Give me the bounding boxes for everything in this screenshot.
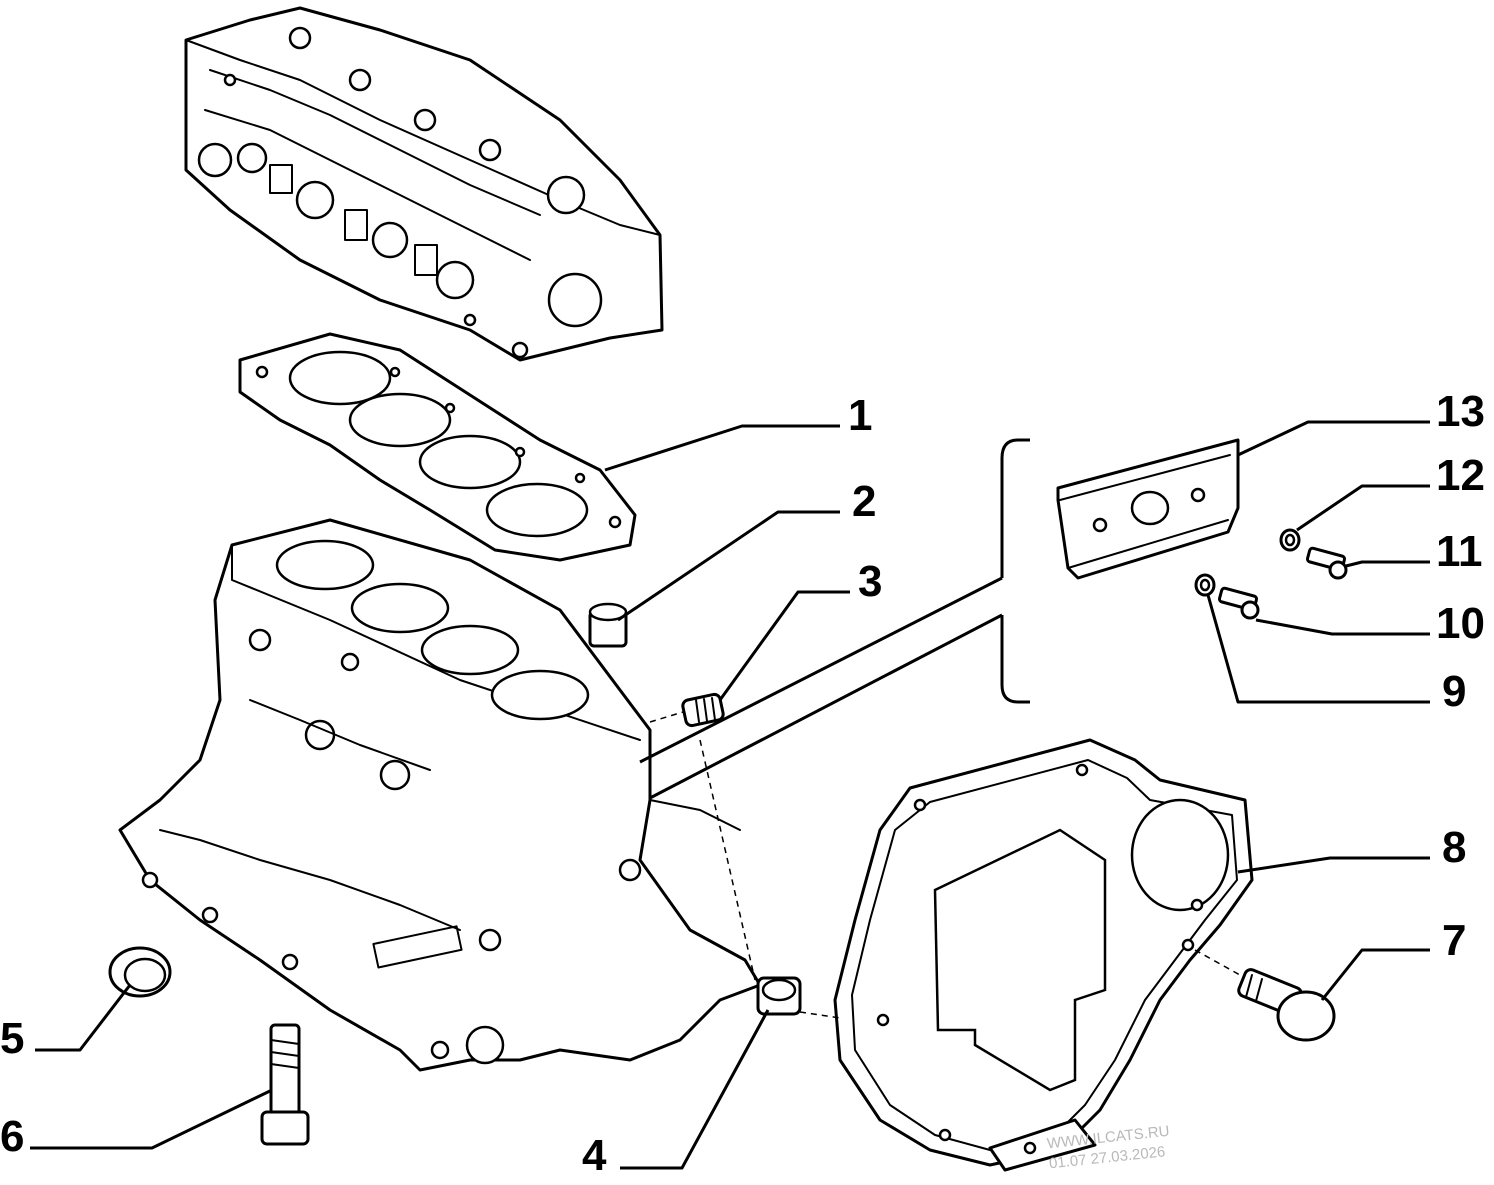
screw-11 [1305,546,1348,580]
leader-lines [30,420,1430,1170]
washer-9 [1194,573,1216,597]
dowel-bushing [588,602,628,648]
cylinder-head [184,6,664,362]
screw-10 [1217,586,1260,620]
callout-12: 12 [1436,451,1485,500]
callout-10: 10 [1436,599,1485,648]
callout-8: 8 [1442,823,1466,872]
callout-5: 5 [0,1014,24,1063]
head-gasket [238,332,637,562]
centering-bushing [756,976,802,1016]
threaded-plug [681,692,725,728]
callout-3: 3 [858,557,882,606]
mounting-bracket [1056,438,1240,580]
callout-2: 2 [852,477,876,526]
assembly-dash-lines [649,711,1241,1019]
callout-13: 13 [1436,387,1485,436]
callout-9: 9 [1442,667,1466,716]
cup-plug [108,946,172,998]
callout-7: 7 [1442,916,1466,965]
callout-6: 6 [0,1112,24,1161]
callout-labels: 1 2 3 4 5 6 7 8 9 10 11 12 13 [0,387,1485,1180]
cover-plate [833,738,1254,1172]
flanged-bolt [1237,968,1336,1042]
washer-12 [1279,528,1301,552]
bolt [260,1023,310,1146]
callout-11: 11 [1436,527,1483,576]
callout-1: 1 [848,391,872,440]
callout-4: 4 [582,1131,607,1180]
cylinder-block [118,518,762,1072]
detail-bracket-box [1000,438,1030,704]
